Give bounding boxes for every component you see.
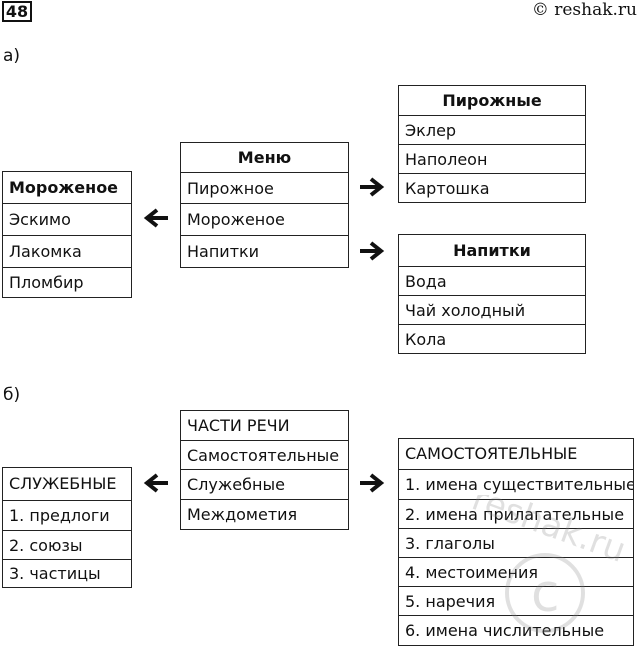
- chasti-rechi-item: Служебные: [181, 469, 348, 499]
- pirozhnye-item: Картошка: [399, 173, 585, 202]
- pirozhnye-item: Эклер: [399, 115, 585, 144]
- arrow-right-icon: [359, 177, 385, 197]
- section-a-label: а): [3, 46, 21, 66]
- sluzhebnye-title: СЛУЖЕБНЫЕ: [9, 474, 117, 493]
- page-number: 48: [2, 1, 32, 22]
- pirozhnye-item: Наполеон: [399, 144, 585, 173]
- napitki-item: Чай холодный: [399, 295, 585, 324]
- menu-table: Меню Пирожное Мороженое Напитки: [180, 142, 349, 268]
- samostoyatelnye-table: САМОСТОЯТЕЛЬНЫЕ 1. имена существительные…: [398, 438, 634, 646]
- pirozhnye-table: Пирожные Эклер Наполеон Картошка: [398, 85, 586, 203]
- section-b-label: б): [3, 385, 21, 405]
- napitki-title: Напитки: [453, 241, 531, 260]
- chasti-rechi-item: Самостоятельные: [181, 440, 348, 469]
- sluzhebnye-item: 2. союзы: [3, 530, 131, 559]
- samostoyatelnye-item: 2. имена прилагательные: [399, 499, 633, 528]
- pirozhnye-title: Пирожные: [442, 91, 542, 110]
- samostoyatelnye-item: 3. глаголы: [399, 528, 633, 557]
- samostoyatelnye-item: 5. наречия: [399, 586, 633, 615]
- morozhenoe-item: Эскимо: [3, 203, 131, 235]
- morozhenoe-item: Пломбир: [3, 267, 131, 297]
- menu-item: Пирожное: [181, 172, 348, 203]
- copyright-text: © reshak.ru: [531, 0, 637, 20]
- sluzhebnye-item: 1. предлоги: [3, 500, 131, 530]
- morozhenoe-item: Лакомка: [3, 235, 131, 267]
- samostoyatelnye-item: 6. имена числительные: [399, 615, 633, 645]
- samostoyatelnye-item: 4. местоимения: [399, 557, 633, 586]
- samostoyatelnye-item: 1. имена существительные: [399, 469, 633, 499]
- arrow-right-icon: [359, 241, 385, 261]
- chasti-rechi-table: ЧАСТИ РЕЧИ Самостоятельные Служебные Меж…: [180, 410, 349, 530]
- arrow-right-icon: [359, 473, 385, 493]
- napitki-item: Кола: [399, 324, 585, 353]
- arrow-left-icon: [143, 208, 169, 228]
- morozhenoe-table: Мороженое Эскимо Лакомка Пломбир: [2, 171, 132, 298]
- napitki-table: Напитки Вода Чай холодный Кола: [398, 234, 586, 354]
- arrow-left-icon: [143, 473, 169, 493]
- menu-item: Напитки: [181, 235, 348, 267]
- morozhenoe-title: Мороженое: [9, 178, 119, 197]
- menu-item: Мороженое: [181, 203, 348, 235]
- napitki-item: Вода: [399, 266, 585, 295]
- sluzhebnye-item: 3. частицы: [3, 559, 131, 587]
- chasti-rechi-item: Междометия: [181, 499, 348, 529]
- chasti-rechi-title: ЧАСТИ РЕЧИ: [187, 416, 290, 435]
- samostoyatelnye-title: САМОСТОЯТЕЛЬНЫЕ: [405, 444, 578, 463]
- sluzhebnye-table: СЛУЖЕБНЫЕ 1. предлоги 2. союзы 3. частиц…: [2, 467, 132, 588]
- menu-title: Меню: [237, 148, 292, 167]
